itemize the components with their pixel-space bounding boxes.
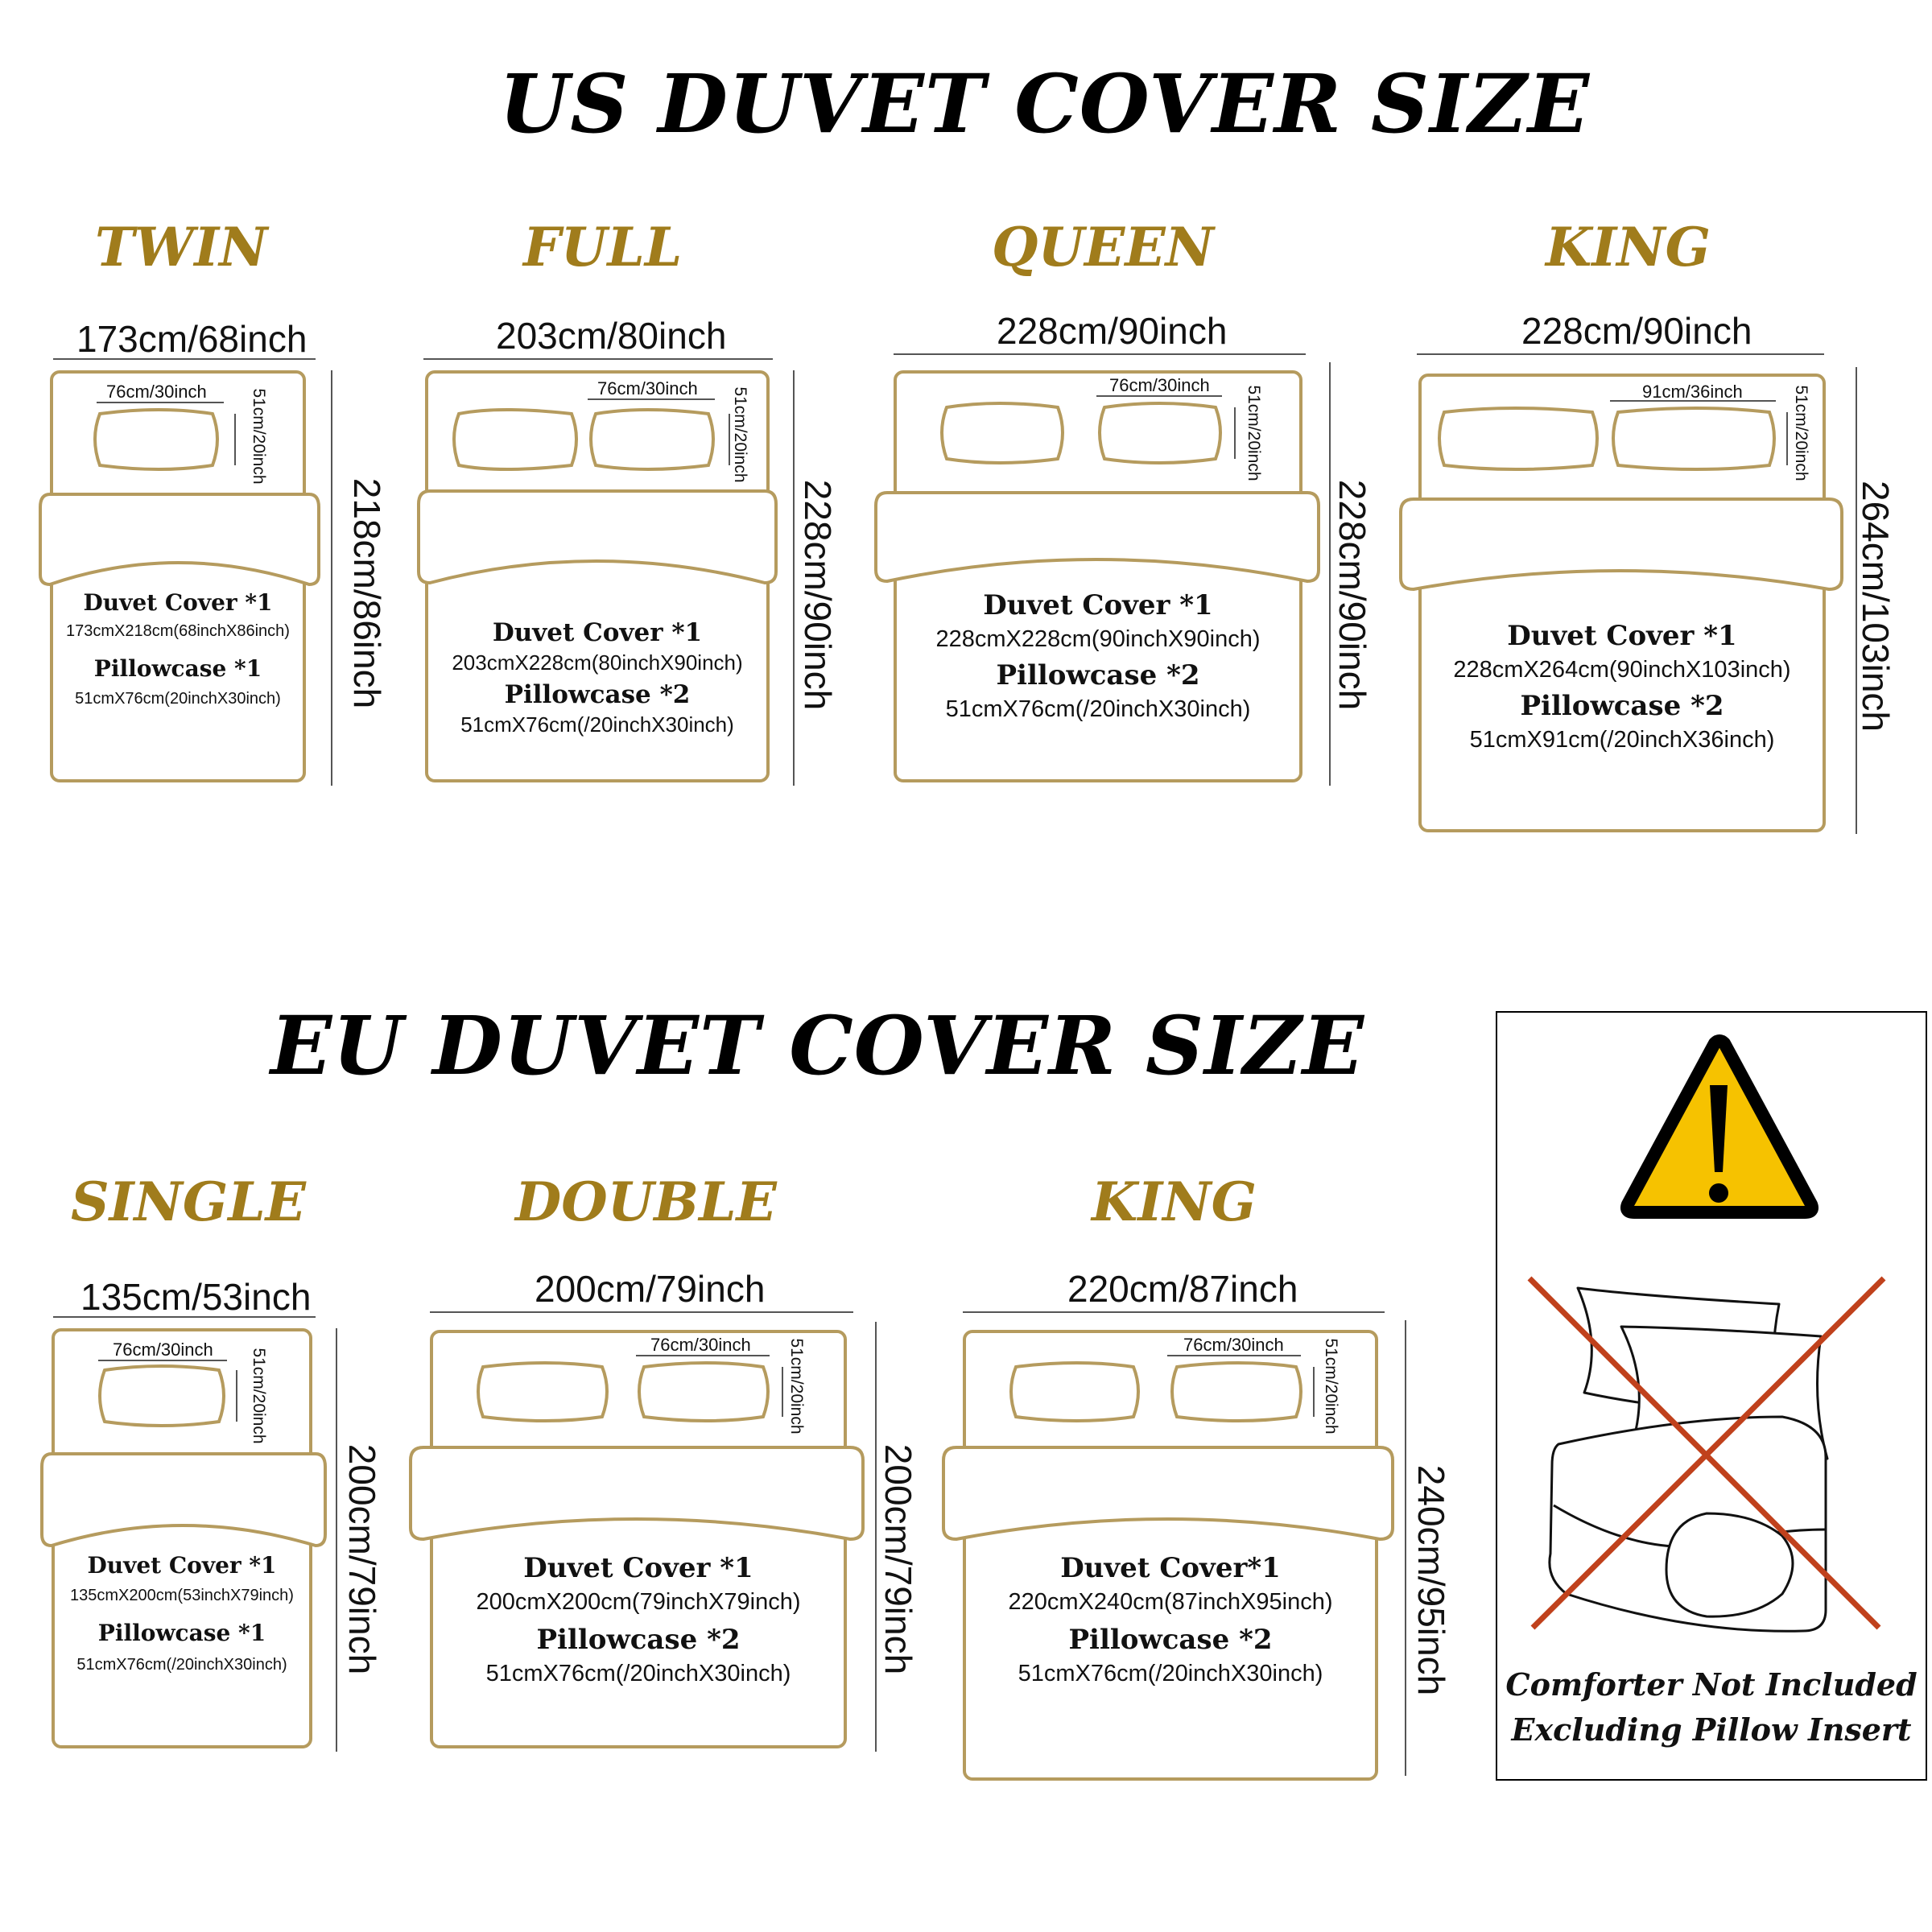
contents-eu-double: Duvet Cover *1 200cmX200cm(79inchX79inch… <box>431 1552 845 1687</box>
pillow-label-us-twin: Pillowcase *1 <box>93 655 262 682</box>
us-section-title: US DUVET COVER SIZE <box>499 56 1591 151</box>
size-name-eu-double: DOUBLE <box>515 1170 777 1233</box>
duvet-label-us-full: Duvet Cover *1 <box>492 618 703 647</box>
width-label-us-full: 203cm/80inch <box>496 315 727 357</box>
pillow-label-eu-double: Pillowcase *2 <box>536 1624 741 1656</box>
pillow-width-us-twin: 76cm/30inch <box>106 382 207 402</box>
duvet-size-eu-double: 200cmX200cm(79inchX79inch) <box>476 1589 801 1615</box>
pillow-size-us-full: 51cmX76cm(/20inchX30inch) <box>460 712 734 737</box>
width-label-eu-double: 200cm/79inch <box>535 1268 766 1310</box>
pillow-size-eu-double: 51cmX76cm(/20inchX30inch) <box>485 1661 791 1686</box>
duvet-label-us-king: Duvet Cover *1 <box>1507 620 1737 652</box>
pillow-width-us-king: 91cm/36inch <box>1642 382 1743 402</box>
duvet-label-eu-king: Duvet Cover*1 <box>1060 1552 1281 1584</box>
pillow-label-us-king: Pillowcase *2 <box>1520 690 1724 722</box>
size-name-us-king: KING <box>1546 216 1711 279</box>
duvet-label-eu-double: Duvet Cover *1 <box>523 1552 753 1584</box>
size-name-us-queen: QUEEN <box>992 216 1214 279</box>
pillow-label-us-full: Pillowcase *2 <box>504 680 691 709</box>
pillow-width-us-full: 76cm/30inch <box>597 378 698 398</box>
contents-us-full: Duvet Cover *1 203cmX228cm(80inchX90inch… <box>427 618 768 737</box>
size-name-eu-single: SINGLE <box>71 1170 306 1233</box>
duvet-size-eu-king: 220cmX240cm(87inchX95inch) <box>1008 1589 1333 1615</box>
size-name-us-twin: TWIN <box>95 216 268 279</box>
duvet-size-us-full: 203cmX228cm(80inchX90inch) <box>452 650 743 675</box>
contents-us-king: Duvet Cover *1 228cmX264cm(90inchX103inc… <box>1420 620 1824 753</box>
pillow-width-us-queen: 76cm/30inch <box>1109 375 1210 395</box>
pillow-size-us-twin: 51cmX76cm(20inchX30inch) <box>75 690 281 708</box>
pillow-label-eu-king: Pillowcase *2 <box>1068 1624 1273 1656</box>
duvet-size-us-king: 228cmX264cm(90inchX103inch) <box>1453 657 1791 683</box>
eu-section-title: EU DUVET COVER SIZE <box>270 998 1365 1093</box>
pillow-width-eu-single: 76cm/30inch <box>113 1340 213 1360</box>
width-label-us-king: 228cm/90inch <box>1521 310 1752 352</box>
pillow-label-eu-single: Pillowcase *1 <box>97 1620 266 1646</box>
duvet-label-us-queen: Duvet Cover *1 <box>983 589 1213 621</box>
duvet-size-us-queen: 228cmX228cm(90inchX90inch) <box>935 626 1261 652</box>
duvet-label-us-twin: Duvet Cover *1 <box>83 589 273 616</box>
size-name-eu-king: KING <box>1092 1170 1257 1233</box>
pillow-label-us-queen: Pillowcase *2 <box>996 659 1200 691</box>
duvet-size-eu-single: 135cmX200cm(53inchX79inch) <box>70 1587 294 1604</box>
pillow-width-eu-double: 76cm/30inch <box>650 1335 751 1355</box>
contents-eu-single: Duvet Cover *1 135cmX200cm(53inchX79inch… <box>53 1552 311 1674</box>
contents-eu-king: Duvet Cover*1 220cmX240cm(87inchX95inch)… <box>964 1552 1377 1687</box>
pillow-width-eu-king: 76cm/30inch <box>1183 1335 1284 1355</box>
width-label-eu-king: 220cm/87inch <box>1067 1268 1298 1310</box>
width-label-us-queen: 228cm/90inch <box>997 310 1228 352</box>
pillow-size-eu-king: 51cmX76cm(/20inchX30inch) <box>1018 1661 1323 1686</box>
notice-line-1: Comforter Not Included <box>1505 1666 1918 1703</box>
size-name-us-full: FULL <box>523 216 683 279</box>
duvet-label-eu-single: Duvet Cover *1 <box>87 1552 277 1579</box>
pillow-size-us-king: 51cmX91cm(/20inchX36inch) <box>1469 727 1775 753</box>
pillow-size-us-queen: 51cmX76cm(/20inchX30inch) <box>945 696 1251 722</box>
contents-us-queen: Duvet Cover *1 228cmX228cm(90inchX90inch… <box>895 589 1301 723</box>
notice-line-2: Excluding Pillow Insert <box>1511 1711 1912 1748</box>
notice-box <box>1496 1011 1927 1781</box>
contents-us-twin: Duvet Cover *1 173cmX218cm(68inchX86inch… <box>52 589 304 708</box>
width-label-eu-single: 135cm/53inch <box>80 1276 312 1318</box>
pillow-size-eu-single: 51cmX76cm(/20inchX30inch) <box>76 1656 287 1674</box>
width-label-us-twin: 173cm/68inch <box>76 318 308 360</box>
duvet-size-us-twin: 173cmX218cm(68inchX86inch) <box>66 622 290 640</box>
